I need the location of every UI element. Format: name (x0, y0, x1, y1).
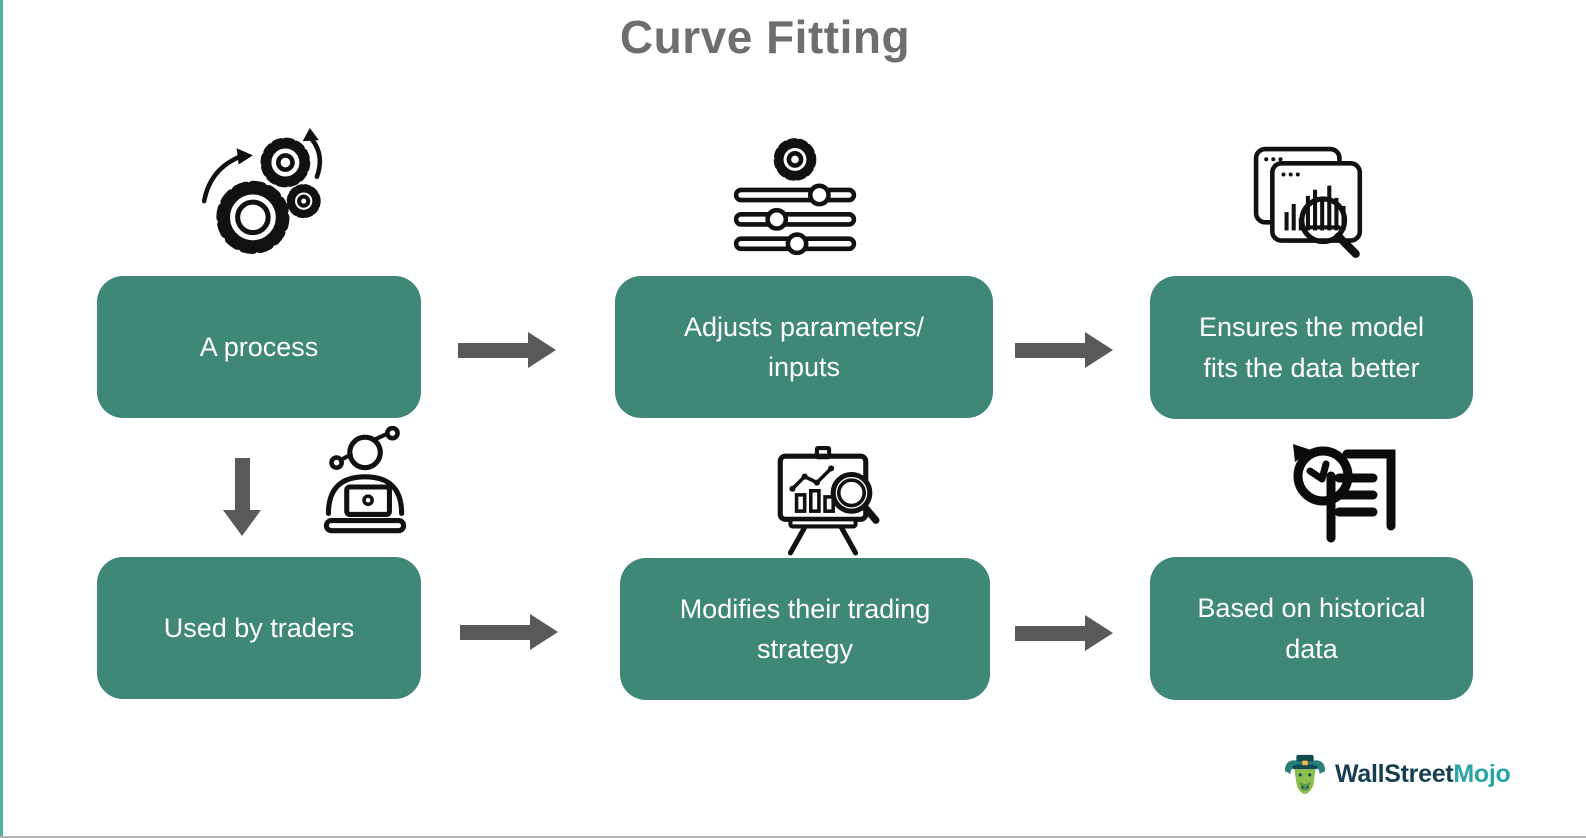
page-title: Curve Fitting (619, 11, 911, 63)
sliders-icon (730, 133, 860, 259)
bull-mascot-icon (1284, 754, 1326, 795)
right-arrow-icon (1015, 332, 1113, 368)
step-box-used-by-traders: Used by traders (97, 557, 421, 699)
history-data-icon (1280, 438, 1402, 556)
arrow-shaft (234, 458, 250, 510)
right-arrow-icon (460, 614, 558, 650)
arrow-head (528, 332, 556, 368)
arrow-shaft (460, 624, 530, 640)
logo-text-secondary: Mojo (1453, 759, 1511, 788)
step-box-ensures-model-fit: Ensures the model fits the data better (1150, 276, 1473, 419)
bottom-border-line (0, 836, 1586, 838)
strategy-board-icon (766, 446, 880, 560)
arrow-head (1085, 332, 1113, 368)
trader-laptop-icon (306, 426, 420, 550)
step-label: A process (199, 331, 319, 362)
step-label: Ensures the model fits the data better (1198, 312, 1425, 383)
arrow-shaft (458, 342, 528, 358)
arrow-shaft (1015, 342, 1085, 358)
step-label: Modifies their trading strategy (679, 593, 931, 665)
arrow-head (530, 614, 558, 650)
step-label: Adjusts parameters/ inputs (683, 311, 925, 383)
arrow-head (223, 510, 261, 536)
left-accent-line (0, 0, 3, 838)
logo-wordmark: WallStreetMojo (1335, 759, 1511, 789)
down-arrow-icon (223, 458, 261, 536)
analytics-windows-icon (1252, 145, 1372, 265)
step-box-a-process: A process (97, 276, 421, 418)
step-box-historical-data: Based on historical data (1150, 557, 1473, 700)
right-arrow-icon (458, 332, 556, 368)
step-label: Based on historical data (1197, 593, 1426, 664)
step-label: Used by traders (163, 612, 355, 643)
right-arrow-icon (1015, 615, 1113, 651)
gears-icon (196, 127, 324, 259)
wallstreetmojo-logo: WallStreetMojo (1282, 750, 1511, 798)
arrow-shaft (1015, 625, 1085, 641)
step-box-modifies-strategy: Modifies their trading strategy (620, 558, 990, 700)
step-box-adjusts-parameters: Adjusts parameters/ inputs (615, 276, 993, 418)
logo-text-primary: WallStreet (1335, 759, 1454, 788)
arrow-head (1085, 615, 1113, 651)
